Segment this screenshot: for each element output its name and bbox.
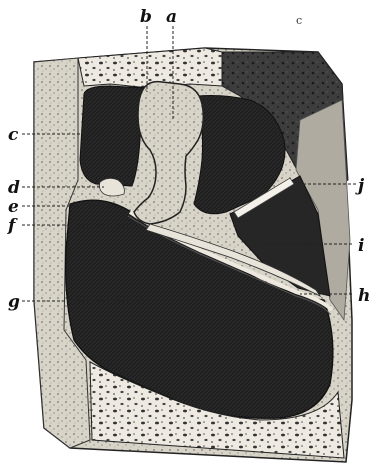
corner-mark: c	[296, 14, 302, 27]
upper-porous-bone	[78, 48, 222, 88]
label-f: f	[7, 216, 18, 236]
label-e: e	[8, 197, 19, 217]
label-d: d	[8, 178, 20, 198]
label-i: i	[358, 236, 364, 256]
label-j: j	[355, 176, 365, 196]
label-a: a	[166, 7, 177, 27]
label-b: b	[140, 7, 152, 27]
label-g: g	[8, 292, 20, 312]
label-c: c	[8, 125, 19, 145]
label-h: h	[358, 286, 370, 306]
